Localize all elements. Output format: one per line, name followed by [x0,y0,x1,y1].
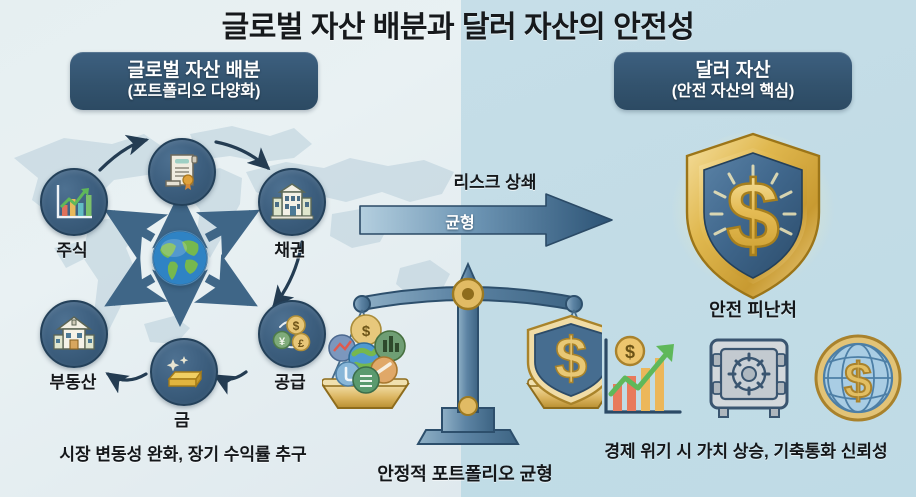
left-panel-header-line2: (포트폴리오 다양화) [127,82,261,100]
currency-exchange-coins-icon: $ ¥ £ [258,300,326,368]
bank-building-icon [258,168,326,236]
balance-arrow-label: 균형 [445,215,475,232]
globe-icon [152,230,208,286]
right-panel-caption: 경제 위기 시 가치 상승, 기축통화 신뢰성 [604,442,888,461]
growth-chart-coin-icon: $ [594,332,686,424]
right-panel-header: 달러 자산 (안전 자산의 핵심) [614,52,852,110]
left-panel-caption: 시장 변동성 완화, 장기 수익률 추구 [59,445,307,464]
page-title: 글로벌 자산 배분과 달러 자산의 안전성 [221,11,695,44]
node-label-real-estate: 부동산 [49,373,97,392]
left-panel-header-line1: 글로벌 자산 배분 [127,60,261,82]
right-panel-header-line2: (안전 자산의 핵심) [671,82,795,100]
risk-offset-label: 리스크 상쇄 [453,173,537,192]
svg-text:$: $ [362,323,371,340]
bar-chart-growth-icon [40,168,108,236]
svg-text:¥: ¥ [279,336,286,348]
svg-text:$: $ [293,319,300,333]
node-label-stocks: 주식 [56,241,88,260]
svg-text:$: $ [625,342,635,362]
globe-dollar-coin-icon: $ [812,332,904,424]
svg-text:$: $ [844,353,872,409]
node-label-supply: 공급 [274,373,306,392]
balance-scale: $ $ [320,258,616,458]
shield-dollar-symbol: $ [726,162,779,269]
safe-haven-shield: $ [663,126,843,306]
safe-vault-icon [703,332,795,424]
safe-haven-caption: 안전 피난처 [709,300,797,320]
balance-arrow: 균형 [358,192,614,248]
gold-bar-icon [150,338,218,406]
right-panel-header-line1: 달러 자산 [695,60,771,82]
left-panel-header: 글로벌 자산 배분 (포트폴리오 다양화) [70,52,318,110]
node-label-bonds: 채권 [274,241,306,260]
house-icon [40,300,108,368]
svg-text:$: $ [555,326,587,391]
right-panel-icon-row: $ [594,330,904,425]
certificate-document-icon [148,138,216,206]
scale-caption: 안정적 포트폴리오 균형 [377,464,553,484]
svg-text:£: £ [298,338,304,350]
left-cluster-arrows [98,134,304,395]
node-label-gold: 금 [174,411,190,430]
